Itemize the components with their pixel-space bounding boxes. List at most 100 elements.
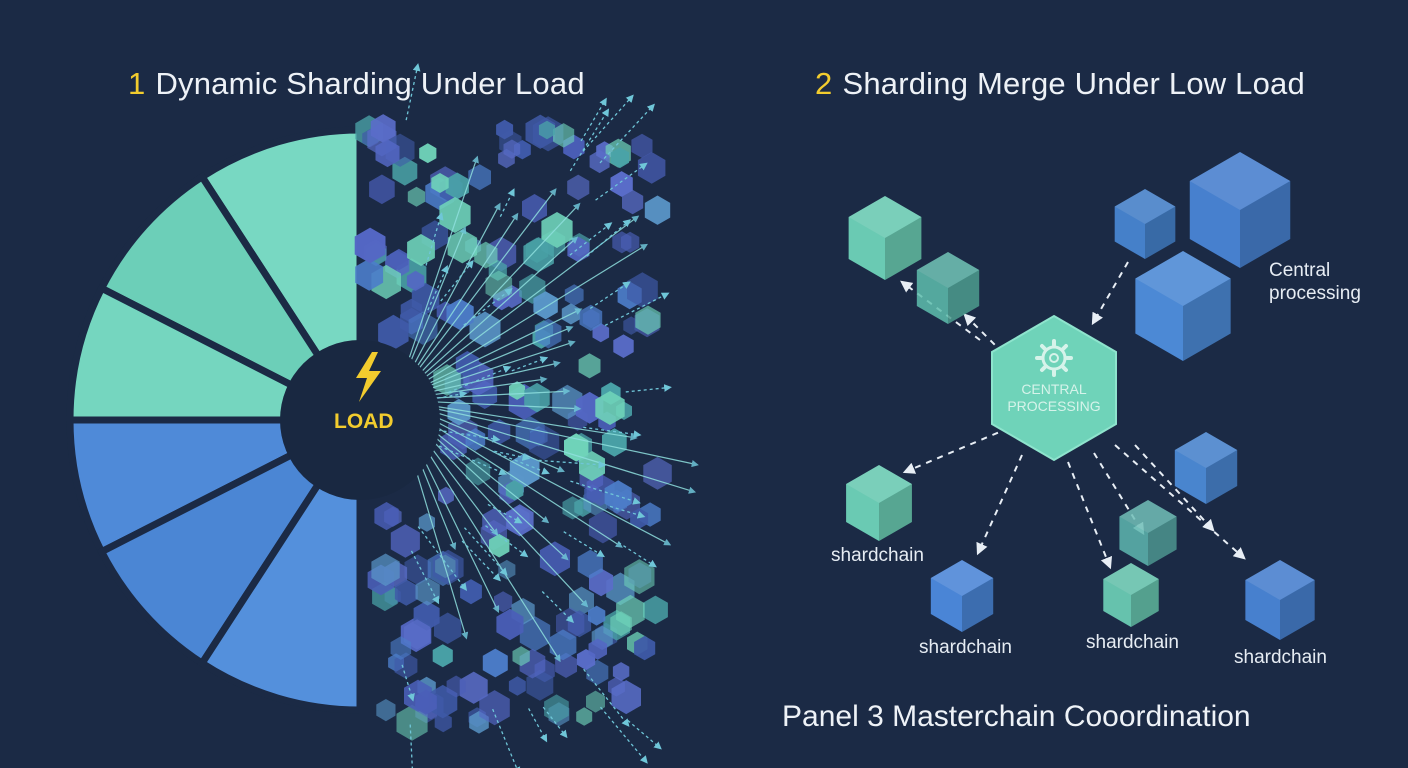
shard-hexagon — [588, 638, 607, 660]
load-ray — [407, 420, 561, 663]
shard-hexagon — [519, 616, 551, 652]
load-ray — [408, 212, 519, 380]
dashed-ray — [582, 94, 634, 152]
shard-hexagon — [539, 541, 570, 577]
pie-wedge — [197, 408, 364, 714]
dashed-ray — [401, 664, 415, 702]
shard-hexagon — [489, 533, 510, 558]
shardchain-cubes — [846, 152, 1315, 640]
shard-hexagon — [522, 194, 547, 223]
panel-2-title-text: Sharding Merge Under Low Load — [842, 66, 1305, 101]
shard-hexagon — [378, 314, 409, 351]
dashed-ray — [433, 443, 508, 476]
dashed-ray — [583, 668, 630, 727]
shard-hexagon — [376, 699, 396, 722]
shard-hexagon — [396, 704, 428, 741]
dashed-ray — [528, 708, 548, 743]
shard-hexagon — [602, 428, 627, 457]
shard-hexagon — [394, 579, 418, 606]
load-ray — [413, 236, 579, 384]
gear-icon — [1035, 339, 1073, 377]
shard-hexagon — [624, 559, 655, 595]
blue-cube-large — [1189, 152, 1291, 268]
dashed-ray — [409, 724, 413, 768]
load-ray — [417, 325, 574, 392]
load-ray — [419, 376, 548, 398]
shard-hexagon — [374, 502, 399, 531]
blue-cube-large-2 — [1135, 251, 1231, 361]
shard-hexagon — [505, 480, 524, 501]
pie-wedge — [96, 410, 371, 669]
dashed-ray — [595, 162, 648, 201]
shard-hexagon — [595, 391, 625, 425]
dashed-ray — [563, 531, 605, 558]
teal-cube-small — [916, 252, 980, 324]
load-ray — [415, 243, 648, 388]
load-ray — [415, 413, 623, 548]
shard-hexagon — [623, 316, 640, 335]
shard-hexagon — [541, 212, 573, 248]
shardchain-cube-mid — [1119, 500, 1177, 566]
load-ray — [406, 202, 501, 379]
load-ray — [411, 417, 589, 608]
shard-hexagon — [613, 334, 634, 358]
load-ray — [418, 406, 697, 494]
dashed-ray — [437, 429, 501, 443]
load-rays — [401, 63, 699, 768]
shard-hexagon — [474, 241, 498, 269]
shard-hexagon — [631, 133, 653, 158]
load-ray — [419, 400, 582, 413]
shard-hexagon — [434, 712, 452, 733]
shard-hexagon — [355, 258, 384, 291]
shard-hexagon — [408, 311, 438, 345]
load-ray — [402, 155, 479, 377]
shardchain-label-3: shardchain — [1086, 632, 1179, 653]
shard-hexagon — [643, 456, 672, 490]
dashed-ray — [618, 541, 657, 568]
load-ray — [412, 416, 569, 561]
teal-cube-top-left — [848, 196, 922, 280]
shard-hexagon — [446, 675, 466, 698]
shardchain-cube-stack — [1174, 432, 1238, 504]
load-ray — [418, 340, 576, 393]
dashed-arrow — [1114, 444, 1246, 560]
shard-hexagon — [634, 635, 656, 661]
shard-hexagon — [586, 690, 605, 713]
load-ray — [419, 404, 699, 468]
dashed-arrow — [976, 454, 1023, 556]
dashed-arrow — [1091, 261, 1129, 326]
shard-hexagon — [404, 554, 431, 585]
shard-hexagon — [508, 676, 526, 696]
shard-hexagon — [538, 120, 555, 140]
pie-wedge — [197, 126, 364, 432]
dashed-ray — [627, 719, 662, 750]
shard-hexagon — [643, 595, 668, 625]
shard-hexagon — [445, 172, 469, 200]
blue-cube-top — [1114, 189, 1176, 259]
dashed-ray — [542, 706, 568, 739]
shard-hexagon — [431, 173, 449, 193]
shard-hexagon — [419, 143, 437, 164]
load-ray — [411, 202, 581, 383]
shard-hexagon — [479, 690, 510, 726]
shard-hexagon — [390, 636, 412, 660]
shard-hexagon — [588, 605, 606, 626]
shard-hexagon — [432, 644, 453, 668]
dashed-ray — [499, 188, 515, 218]
shardchain-label-1: shardchain — [831, 545, 924, 566]
dashed-ray — [569, 222, 613, 256]
shardchain-cube-2 — [930, 560, 994, 632]
shard-hexagon — [447, 229, 478, 264]
lightning-bolt-icon — [356, 352, 381, 402]
central-processing-note: Central processing — [1269, 260, 1361, 304]
dashed-ray — [427, 264, 449, 311]
shard-hexagon — [635, 305, 661, 335]
dashed-ray — [463, 527, 508, 576]
shardchain-cube-3 — [1103, 563, 1159, 627]
shard-hexagon — [567, 174, 590, 201]
load-ray — [419, 403, 638, 441]
dashed-ray — [580, 97, 607, 142]
load-ray — [416, 411, 672, 546]
